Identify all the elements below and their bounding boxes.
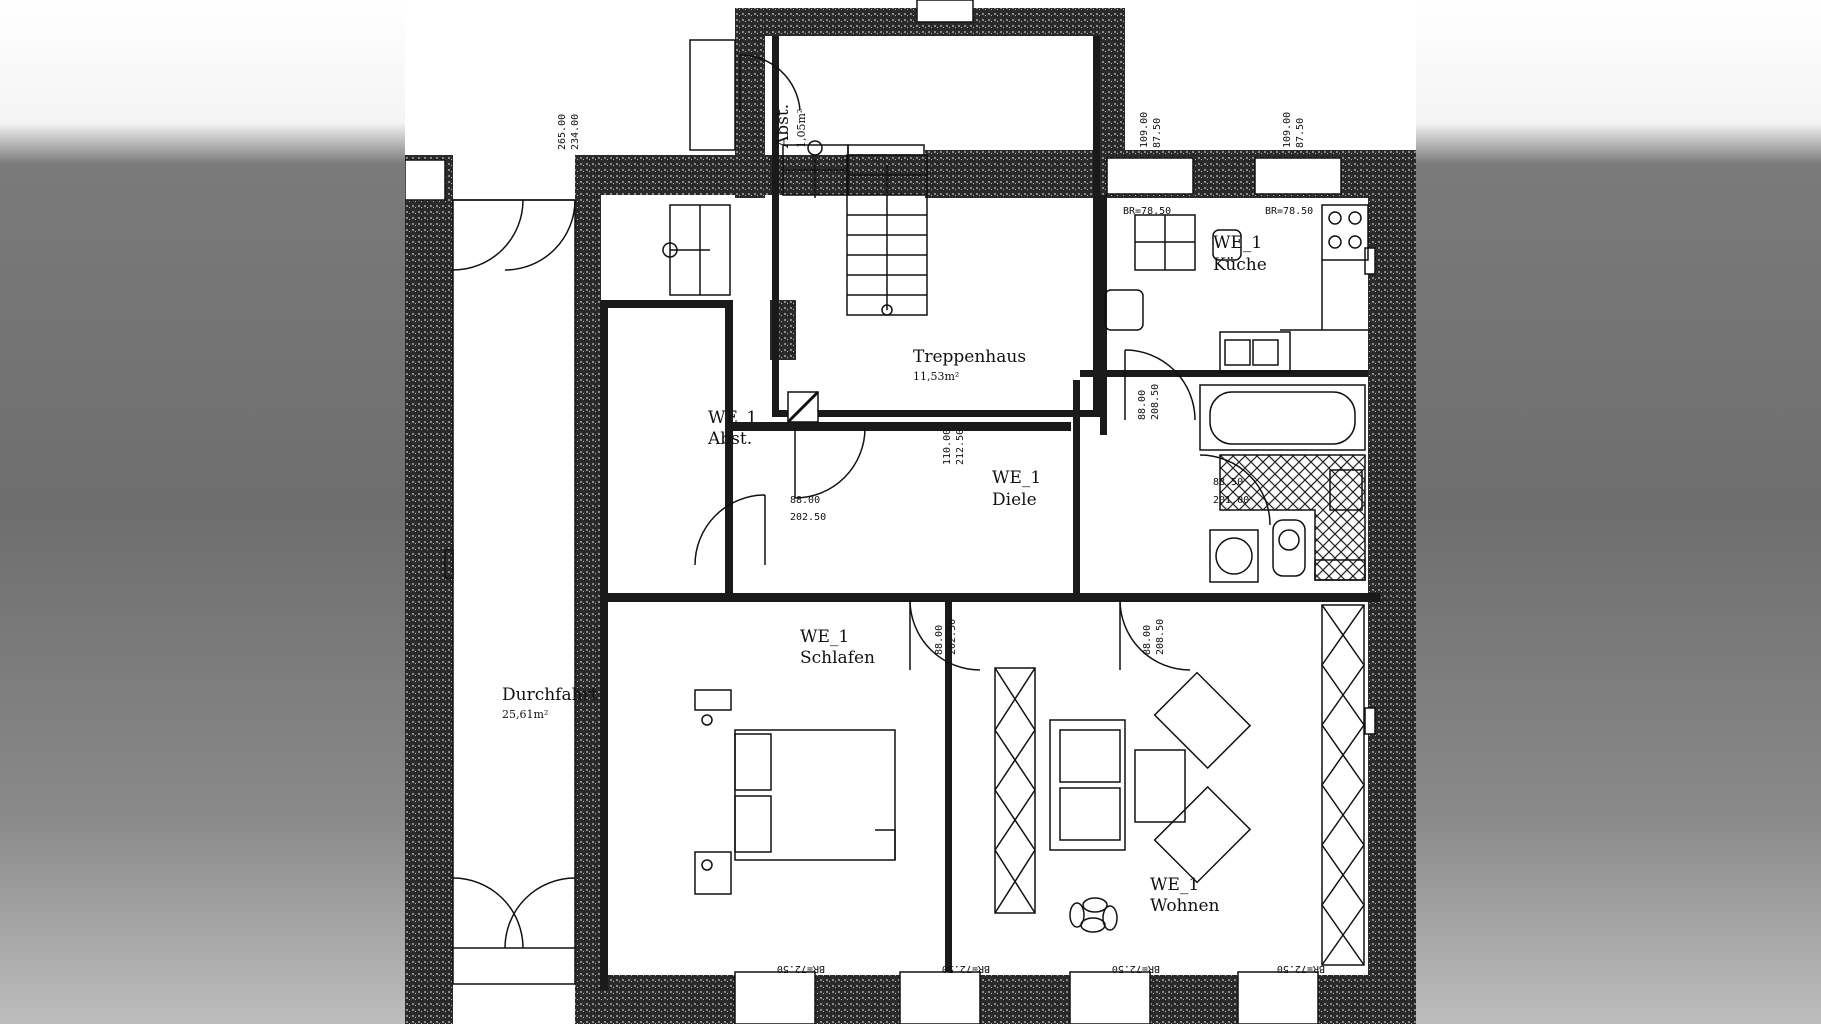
label-wohnen: Wohnen <box>1150 896 1220 916</box>
dim-br-bottom-1: BR=72.50 <box>777 963 825 974</box>
living-room-furniture <box>1049 599 1365 966</box>
label-schlafen-unit: WE_1 <box>800 627 849 647</box>
area-durchfahrt: 25,61m² <box>502 708 548 721</box>
label-diele: Diele <box>992 490 1037 510</box>
dim-kitchen-window1-b: 87.50 <box>1152 118 1163 148</box>
stairs <box>662 140 928 316</box>
dim-br-bottom-2: BR=72.50 <box>942 963 990 974</box>
dim-diele-door-a: 110.00 <box>942 429 953 465</box>
blurred-background-left <box>0 0 405 1024</box>
label-we-abst: Abst. <box>707 429 752 449</box>
kitchen-furniture <box>1104 204 1369 421</box>
dim-wohnen-door-a: 88.00 <box>1142 625 1153 655</box>
dim-kitchen-window1-a: 109.00 <box>1139 112 1150 148</box>
dim-kitchen-br1: BR=78.50 <box>1123 206 1171 217</box>
dim-bath-b-b: 201.00 <box>1213 495 1249 506</box>
dim-br-bottom-4: BR=72.50 <box>1277 963 1325 974</box>
dim-schlafen-door-a: 88.00 <box>934 625 945 655</box>
dim-abst-door-a: 88.00 <box>790 495 820 506</box>
label-kueche-unit: WE_1 <box>1213 233 1262 253</box>
label-durchfahrt: Durchfahrt <box>502 685 598 705</box>
floor-plan: Durchfahrt 25,61m² Treppenhaus 11,53m² A… <box>405 0 1416 1024</box>
label-treppenhaus: Treppenhaus <box>913 347 1026 367</box>
dim-wohnen-door-b: 208.50 <box>1155 619 1166 655</box>
floor-plan-drawing: Durchfahrt 25,61m² Treppenhaus 11,53m² A… <box>405 0 1416 1024</box>
dim-diele-door-b: 212.50 <box>955 429 966 465</box>
label-kueche: Küche <box>1213 255 1267 275</box>
blurred-background-right <box>1416 0 1821 1024</box>
dim-bath-b-a: 88.50 <box>1213 477 1243 488</box>
label-schlafen: Schlafen <box>800 648 875 668</box>
windows <box>405 0 1376 1024</box>
dim-durchfahrt-top-a: 265.00 <box>557 114 568 150</box>
dimension-labels: 265.00 234.00 109.00 87.50 109.00 87.50 … <box>557 112 1325 974</box>
dim-bath-door-b: 208.50 <box>1150 384 1161 420</box>
label-we-abst-unit: WE_1 <box>708 408 757 428</box>
label-diele-unit: WE_1 <box>992 468 1041 488</box>
plant-icon <box>1069 897 1118 933</box>
room-labels: Durchfahrt 25,61m² Treppenhaus 11,53m² A… <box>502 104 1267 916</box>
area-abst-top: 1,05m² <box>795 109 808 148</box>
dim-br-bottom-3: BR=72.50 <box>1112 963 1160 974</box>
small-room-details <box>689 39 866 566</box>
label-abst-top: Abst. <box>773 104 793 149</box>
label-wohnen-unit: WE_1 <box>1150 875 1199 895</box>
dim-kitchen-window2-a: 109.00 <box>1282 112 1293 148</box>
area-treppenhaus: 11,53m² <box>913 370 959 383</box>
dim-schlafen-door-b: 202.50 <box>947 619 958 655</box>
dim-abst-door-b: 202.50 <box>790 512 826 523</box>
durchfahrt-passage <box>444 199 576 985</box>
dim-durchfahrt-top-b: 234.00 <box>570 114 581 150</box>
dim-kitchen-window2-b: 87.50 <box>1295 118 1306 148</box>
dim-kitchen-br2: BR=78.50 <box>1265 206 1313 217</box>
bathroom-furniture <box>1199 384 1366 583</box>
interior-walls <box>600 36 1380 990</box>
dim-bath-door-a: 88.00 <box>1137 390 1148 420</box>
bedroom-furniture <box>694 599 1036 914</box>
